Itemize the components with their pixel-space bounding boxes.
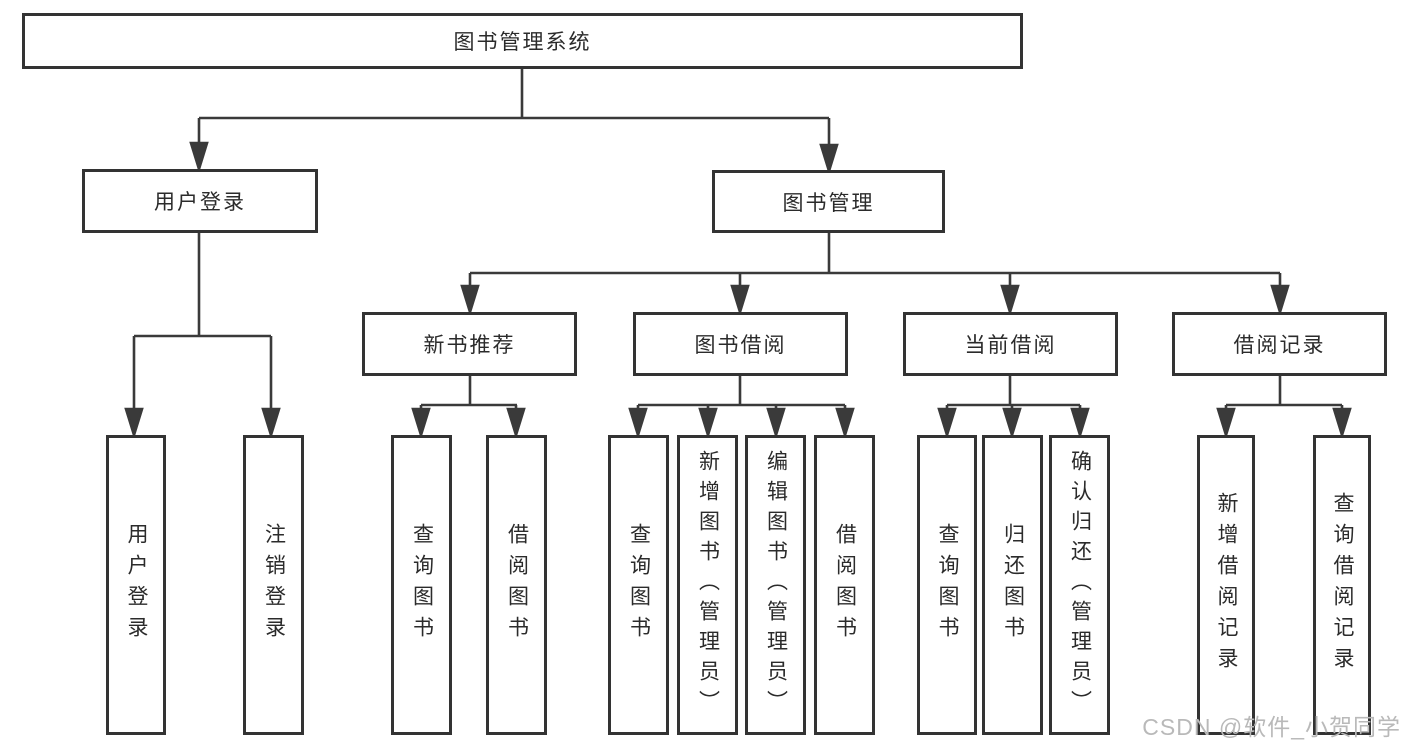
- leaf-logout: 注销登录: [243, 435, 304, 735]
- leaf-edit-books-admin: 编辑图书（管理员）: [745, 435, 806, 735]
- node-user-login-branch: 用户登录: [82, 169, 318, 233]
- leaf-query-books-recommend: 查询图书: [391, 435, 452, 735]
- leaf-borrow-books: 借阅图书: [814, 435, 875, 735]
- node-borrowing-records: 借阅记录: [1172, 312, 1387, 376]
- node-book-borrowing: 图书借阅: [633, 312, 848, 376]
- node-book-management-branch: 图书管理: [712, 170, 945, 233]
- csdn-watermark: CSDN @软件_小贺同学: [1142, 714, 1401, 740]
- node-library-management-system: 图书管理系统: [22, 13, 1023, 69]
- leaf-query-books-borrowing: 查询图书: [608, 435, 669, 735]
- leaf-add-borrow-record: 新增借阅记录: [1197, 435, 1255, 735]
- node-new-book-recommendation: 新书推荐: [362, 312, 577, 376]
- leaf-confirm-return-admin: 确认归还（管理员）: [1049, 435, 1110, 735]
- node-current-borrowing: 当前借阅: [903, 312, 1118, 376]
- leaf-return-books: 归还图书: [982, 435, 1043, 735]
- leaf-user-login: 用户登录: [106, 435, 166, 735]
- leaf-query-books-current: 查询图书: [917, 435, 977, 735]
- leaf-add-books-admin: 新增图书（管理员）: [677, 435, 738, 735]
- leaf-query-borrow-record: 查询借阅记录: [1313, 435, 1371, 735]
- leaf-borrow-books-recommend: 借阅图书: [486, 435, 547, 735]
